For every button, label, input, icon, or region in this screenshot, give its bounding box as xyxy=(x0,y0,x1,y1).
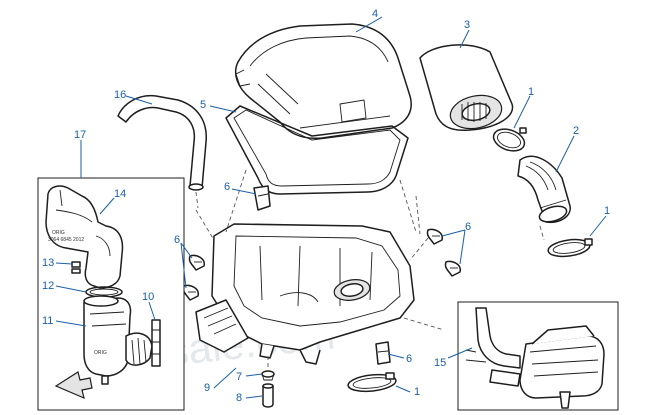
callout-1-lower: 1 xyxy=(414,386,420,398)
resonator-duct: ORIG 3064 6845 2012 xyxy=(45,185,124,289)
leader-lines xyxy=(55,16,607,399)
clip-top xyxy=(253,185,271,211)
hose-clamp-upper xyxy=(492,127,527,152)
air-filter-cover xyxy=(234,23,412,140)
callout-6-right: 6 xyxy=(465,221,471,233)
air-filter-housing xyxy=(195,223,415,365)
filter-element xyxy=(419,44,514,132)
clip-right-lower xyxy=(444,260,461,277)
callout-8: 8 xyxy=(236,392,242,404)
hose-clamp-right xyxy=(547,238,593,258)
callout-13: 13 xyxy=(42,257,54,269)
callout-12: 12 xyxy=(42,280,54,292)
callout-6-top: 6 xyxy=(224,181,230,193)
breather-hose xyxy=(117,94,207,191)
assembly-guide-lines xyxy=(195,169,545,372)
duct-marking-line2: 3064 6845 2012 xyxy=(48,237,84,243)
callout-5: 5 xyxy=(200,99,206,111)
drain-tube xyxy=(151,319,161,367)
callout-15: 16 xyxy=(114,89,126,101)
callout-labels: 4 3 1 2 1 5 16 17 6 6 6 6 1 9 7 8 10 11 … xyxy=(42,8,610,404)
callout-11: 11 xyxy=(42,315,53,327)
intake-hose xyxy=(517,155,571,224)
callout-17: 17 xyxy=(74,129,86,141)
callout-2: 2 xyxy=(573,125,579,137)
callout-6-bottom: 6 xyxy=(406,353,412,365)
inset-resonator-assembly: ORIG 3064 6845 2012 ORIG xyxy=(37,177,185,411)
callout-16: 15 xyxy=(434,357,446,369)
callout-10: 10 xyxy=(142,291,154,303)
hose-clamp-lower xyxy=(347,372,397,393)
callout-6-left: 6 xyxy=(174,234,180,246)
callout-3: 3 xyxy=(464,19,470,31)
callout-9: 9 xyxy=(204,382,210,394)
rubber-grommet xyxy=(261,370,275,381)
body-marking: ORIG xyxy=(94,350,107,356)
callout-14: 14 xyxy=(114,188,126,200)
resonator-body: ORIG xyxy=(83,295,153,385)
callout-1-upper: 1 xyxy=(528,86,534,98)
front-direction-arrow xyxy=(54,371,93,400)
callout-1-right: 1 xyxy=(604,205,610,217)
clip-right-upper xyxy=(426,228,443,245)
mounting-pin xyxy=(262,383,274,408)
small-clip xyxy=(71,261,81,274)
clip-bottom xyxy=(375,341,391,365)
clip-left-upper xyxy=(188,254,205,271)
duct-marking-line1: ORIG xyxy=(52,230,65,236)
inset-installed-view xyxy=(457,301,619,411)
callout-4: 4 xyxy=(372,8,378,20)
callout-7: 7 xyxy=(236,371,242,383)
